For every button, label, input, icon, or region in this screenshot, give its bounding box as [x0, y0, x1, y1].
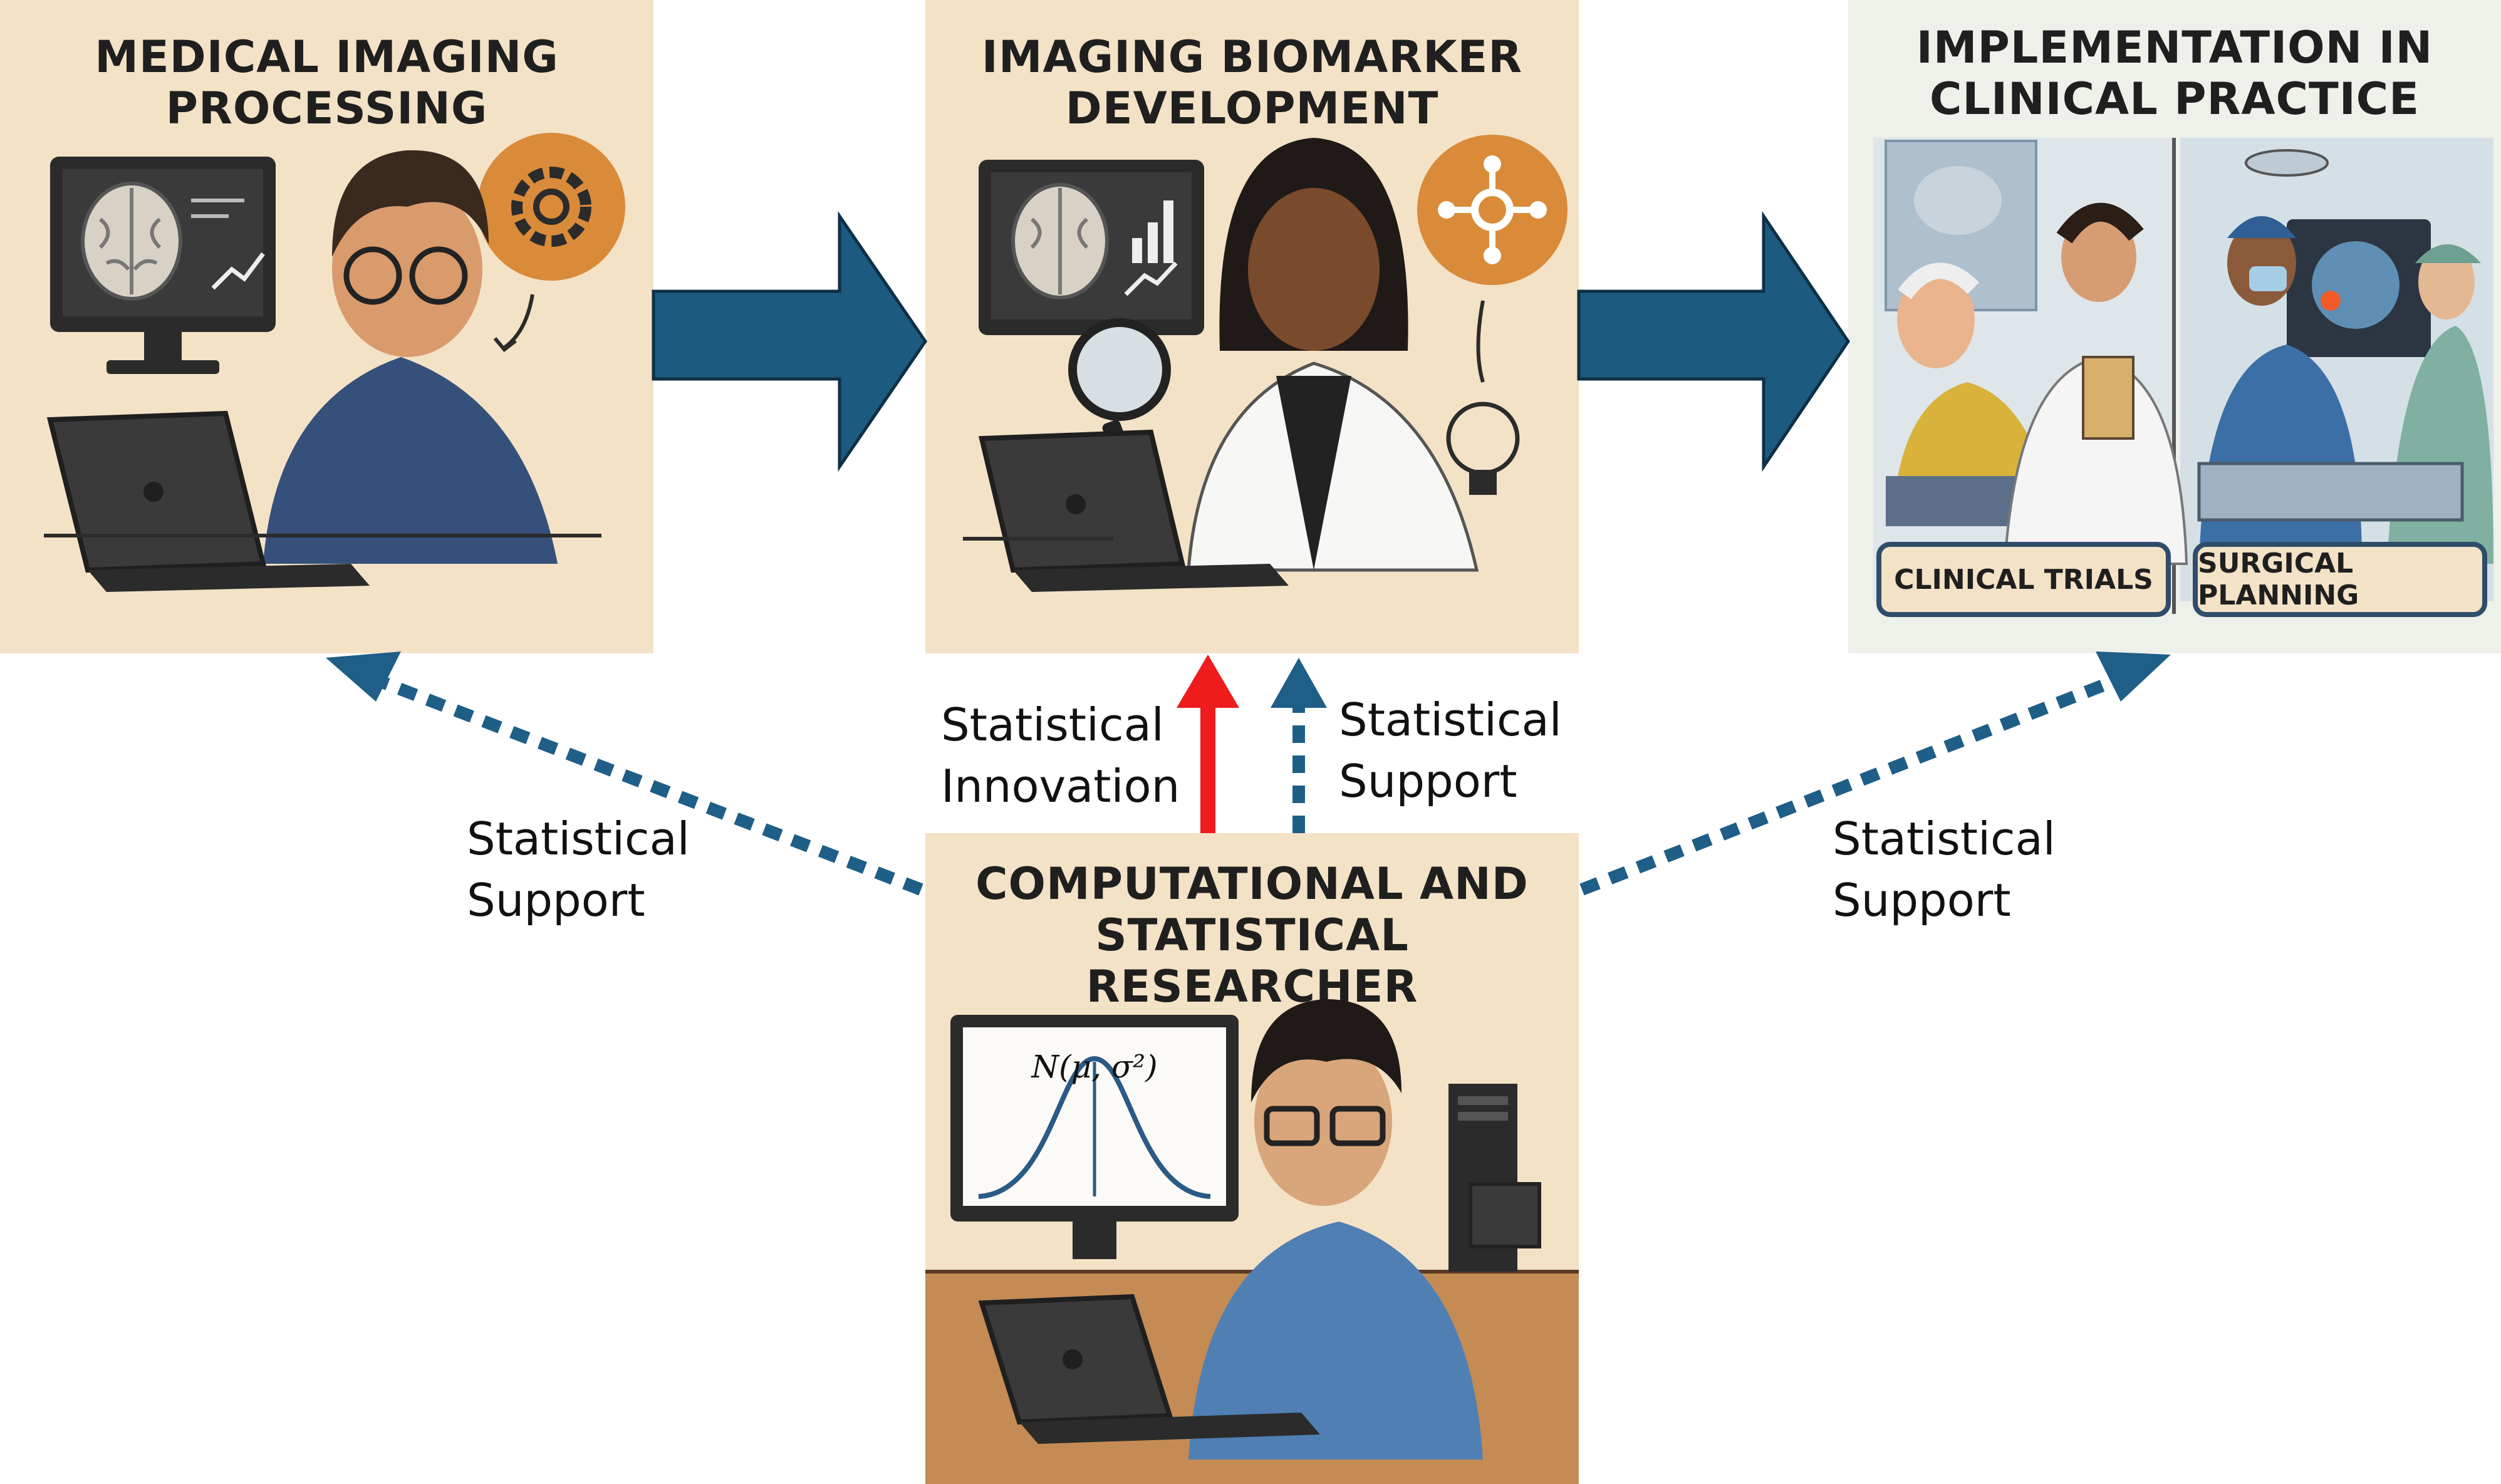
label-line-1: Statistical — [941, 698, 1164, 751]
laptop-icon — [44, 410, 601, 592]
laptop-icon — [963, 429, 1289, 592]
brain-scan-icon — [81, 182, 182, 301]
bar-chart-icon — [1124, 200, 1178, 296]
support-arrow-left-head — [326, 651, 401, 702]
panel-title: COMPUTATIONAL AND STATISTICAL RESEARCHER — [925, 858, 1579, 1012]
title-line-2: DEVELOPMENT — [1065, 83, 1439, 134]
monitor-icon — [950, 1015, 1239, 1259]
label-line-2: Support — [467, 874, 645, 926]
surgical-lamp-icon — [2245, 149, 2329, 177]
title-line-1: MEDICAL IMAGING — [95, 31, 559, 83]
normal-formula: N(μ, σ²) — [1031, 1049, 1157, 1085]
panel-medical-imaging-processing: MEDICAL IMAGING PROCESSING — [0, 0, 653, 653]
panel-title: IMPLEMENTATION IN CLINICAL PRACTICE — [1848, 22, 2501, 125]
person-figure — [263, 150, 558, 564]
trend-chart-icon — [191, 199, 265, 290]
clinical-trials-label: CLINICAL TRIALS — [1876, 542, 2171, 617]
laptop-icon — [978, 1294, 1320, 1444]
surgical-planning-label: SURGICAL PLANNING — [2193, 542, 2487, 617]
researcher-illustration: N(μ, σ²) — [925, 999, 1579, 1484]
label-innovation: Statistical Innovation — [941, 694, 1180, 817]
brain-scan-icon — [1011, 183, 1109, 299]
label-support-left: Statistical Support — [467, 808, 690, 931]
label-support-center: Statistical Support — [1339, 689, 1562, 812]
flow-arrow-processing-to-biomarker — [652, 210, 928, 472]
biomarker-illustration — [963, 135, 1568, 592]
panel-title: MEDICAL IMAGING PROCESSING — [0, 31, 653, 134]
title-line-2: STATISTICAL RESEARCHER — [1086, 910, 1418, 1012]
clinical-illustration — [1873, 138, 2493, 614]
title-line-1: IMAGING BIOMARKER — [981, 31, 1523, 83]
panel-statistical-researcher: COMPUTATIONAL AND STATISTICAL RESEARCHER… — [925, 833, 1579, 1484]
gear-icon — [477, 133, 625, 353]
panel-clinical-practice: IMPLEMENTATION IN CLINICAL PRACTICE — [1848, 0, 2501, 653]
operating-table — [2197, 462, 2464, 522]
title-line-2: CLINICAL PRACTICE — [1930, 73, 2420, 125]
title-line-2: PROCESSING — [165, 83, 488, 134]
person-figure — [1188, 999, 1483, 1460]
panel-imaging-biomarker-development: IMAGING BIOMARKER DEVELOPMENT — [925, 0, 1579, 653]
lightbulb-icon — [1446, 300, 1520, 495]
support-arrow-left — [373, 673, 923, 896]
label-line-1: Statistical — [1833, 812, 2056, 865]
label-line-2: Innovation — [941, 760, 1180, 812]
surgical-monitor — [2287, 219, 2431, 357]
label-line-2: Support — [1833, 874, 2011, 926]
support-arrow-right-head — [2096, 651, 2171, 702]
label-line-1: Statistical — [467, 812, 690, 865]
doctor-figure — [2003, 202, 2188, 565]
support-arrow-center-head — [1271, 658, 1327, 708]
flow-arrow-biomarker-to-clinical — [1577, 210, 1851, 472]
network-icon — [1417, 135, 1568, 285]
panel-title: IMAGING BIOMARKER DEVELOPMENT — [925, 31, 1579, 134]
person-figure — [1187, 138, 1479, 572]
computer-tower-icon — [1448, 1084, 1541, 1272]
label-support-right: Statistical Support — [1833, 808, 2056, 931]
support-arrow-right — [1579, 673, 2120, 896]
title-line-1: COMPUTATIONAL AND — [975, 858, 1529, 910]
label-line-2: Support — [1339, 755, 1517, 807]
title-line-1: IMPLEMENTATION IN — [1916, 22, 2433, 73]
label-line-1: Statistical — [1339, 693, 1562, 746]
processing-illustration — [44, 133, 625, 592]
innovation-arrow-head — [1177, 655, 1239, 708]
